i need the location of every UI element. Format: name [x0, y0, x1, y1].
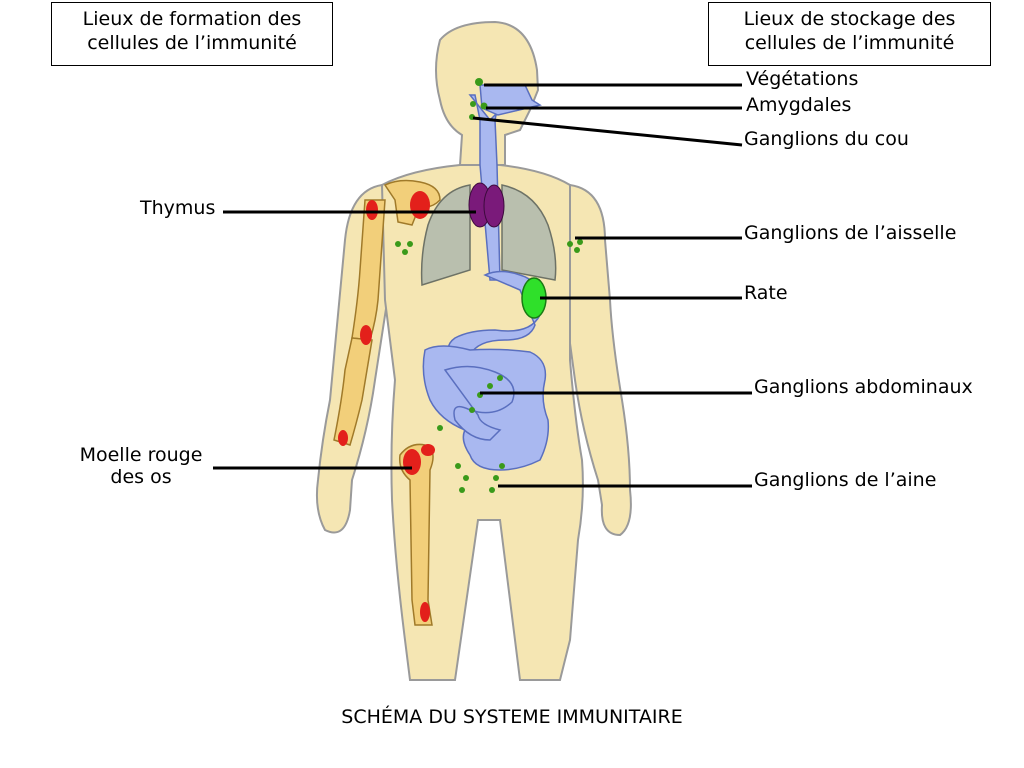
node-aine-3 — [459, 487, 465, 493]
label-amygdales: Amygdales — [746, 94, 852, 116]
right-arm — [558, 183, 632, 537]
node-aisselle-right-1 — [567, 241, 573, 247]
leader-lines — [213, 83, 752, 488]
stomach — [447, 270, 542, 356]
node-amygdale — [480, 102, 488, 110]
lymph-nodes — [395, 78, 583, 493]
node-aisselle-left-1 — [395, 241, 401, 247]
label-moelle-rouge: Moelle rouge des os — [79, 444, 203, 488]
node-abdo-3 — [497, 375, 503, 381]
storage-sites-box: Lieux de stockage des cellules de l’immu… — [708, 2, 991, 66]
node-aisselle-right-3 — [577, 239, 583, 245]
label-ganglions-aine: Ganglions de l’aine — [754, 469, 937, 491]
label-thymus: Thymus — [140, 197, 216, 219]
marrow-humerus-bottom — [360, 325, 372, 345]
node-aisselle-right-2 — [574, 247, 580, 253]
node-aine-5 — [499, 463, 505, 469]
node-vegetations — [475, 78, 483, 86]
node-cou-1 — [470, 101, 476, 107]
marrow-forearm — [338, 430, 348, 446]
thymus-right-lobe — [483, 184, 505, 228]
formation-sites-box: Lieux de formation des cellules de l’imm… — [51, 2, 333, 66]
femur — [398, 443, 434, 626]
node-abdo-2 — [487, 383, 493, 389]
bones — [333, 179, 441, 626]
diagram-title: SCHÉMA DU SYSTEME IMMUNITAIRE — [341, 706, 683, 728]
storage-sites-text: Lieux de stockage des cellules de l’immu… — [743, 8, 956, 54]
label-vegetations: Végétations — [746, 68, 859, 90]
node-aine-4 — [493, 475, 499, 481]
marrow-femur-bottom — [420, 602, 430, 622]
node-abdo-4 — [469, 407, 475, 413]
node-aine-6 — [489, 487, 495, 493]
label-ganglions-abdominaux: Ganglions abdominaux — [754, 376, 973, 398]
thymus — [468, 182, 505, 228]
left-lung — [420, 184, 471, 286]
label-rate: Rate — [744, 282, 788, 304]
lungs — [420, 184, 557, 286]
node-aisselle-left-2 — [402, 249, 408, 255]
node-abdo-5 — [437, 425, 443, 431]
marrow-femur-top — [403, 449, 421, 475]
formation-sites-text: Lieux de formation des cellules de l’imm… — [82, 8, 302, 54]
node-aine-2 — [463, 475, 469, 481]
marrow-shoulder — [410, 191, 430, 219]
node-aisselle-left-3 — [407, 241, 413, 247]
label-ganglions-aisselle: Ganglions de l’aisselle — [744, 222, 957, 244]
label-ganglions-cou: Ganglions du cou — [744, 128, 909, 150]
right-lung — [501, 184, 557, 281]
marrow-femur-head — [421, 444, 435, 456]
line-ganglions-cou — [472, 116, 743, 147]
node-aine-1 — [455, 463, 461, 469]
marrow-humerus-top — [366, 200, 378, 220]
